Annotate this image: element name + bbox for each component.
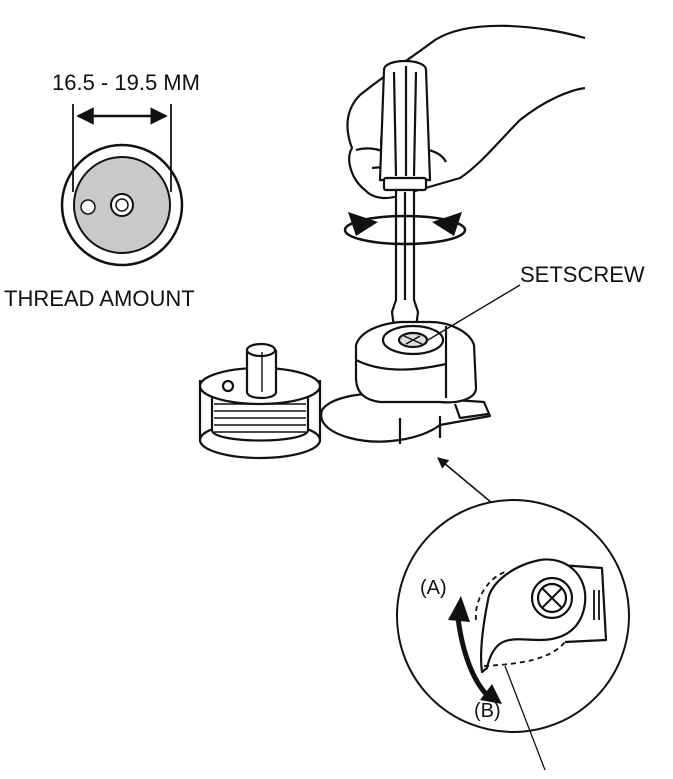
- bobbin-icon: [198, 342, 322, 460]
- adjustment-direction-arrow: [448, 596, 502, 704]
- screwdriver-icon: [378, 60, 432, 352]
- thread-amount-bobbin-icon: [60, 143, 184, 267]
- stopper-detail-icon: [475, 558, 608, 771]
- bobbin-winder-icon: [320, 284, 521, 444]
- dimension-label: 16.5 - 19.5 MM: [52, 70, 200, 95]
- setscrew-label: SETSCREW: [520, 262, 645, 287]
- rotation-arrows-icon: [343, 212, 467, 246]
- thread-amount-label: THREAD AMOUNT: [4, 286, 195, 311]
- direction-b-label: (B): [474, 700, 501, 722]
- direction-a-label: (A): [420, 577, 447, 599]
- dimension-marker: [72, 104, 172, 192]
